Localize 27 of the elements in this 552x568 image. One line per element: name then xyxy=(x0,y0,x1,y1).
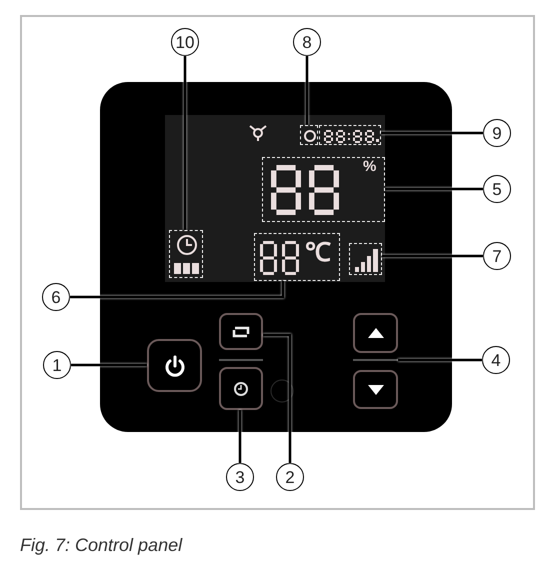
leader-line xyxy=(381,132,483,134)
callout-number: 3 xyxy=(226,463,254,491)
dashed-highlight-box xyxy=(262,157,385,222)
callout-number: 2 xyxy=(276,463,304,491)
dashed-highlight-box xyxy=(349,243,382,275)
dashed-highlight-box xyxy=(254,233,340,281)
dashed-highlight-box xyxy=(300,125,318,145)
caption: Fig. 7: Control panel xyxy=(20,534,182,557)
callout-number: 1 xyxy=(43,351,71,379)
callout-number: 8 xyxy=(293,28,321,56)
callout-number: 4 xyxy=(482,346,510,374)
celsius-symbol: ℃ xyxy=(305,239,331,265)
power-button xyxy=(147,339,202,392)
timer-button xyxy=(219,367,263,410)
leader-line xyxy=(382,254,483,258)
callout-number: 7 xyxy=(483,242,511,270)
leader-line xyxy=(306,56,308,125)
leader-line xyxy=(184,56,186,230)
mode-button xyxy=(219,313,263,350)
callout-number: 9 xyxy=(483,119,511,147)
dashed-highlight-box xyxy=(319,125,381,145)
percent-symbol: % xyxy=(363,159,376,174)
callout-number: 5 xyxy=(483,175,511,203)
dashed-highlight-box xyxy=(169,230,203,278)
leader-line xyxy=(70,281,284,298)
callout-number: 10 xyxy=(171,28,199,56)
callout-number: 6 xyxy=(42,283,70,311)
